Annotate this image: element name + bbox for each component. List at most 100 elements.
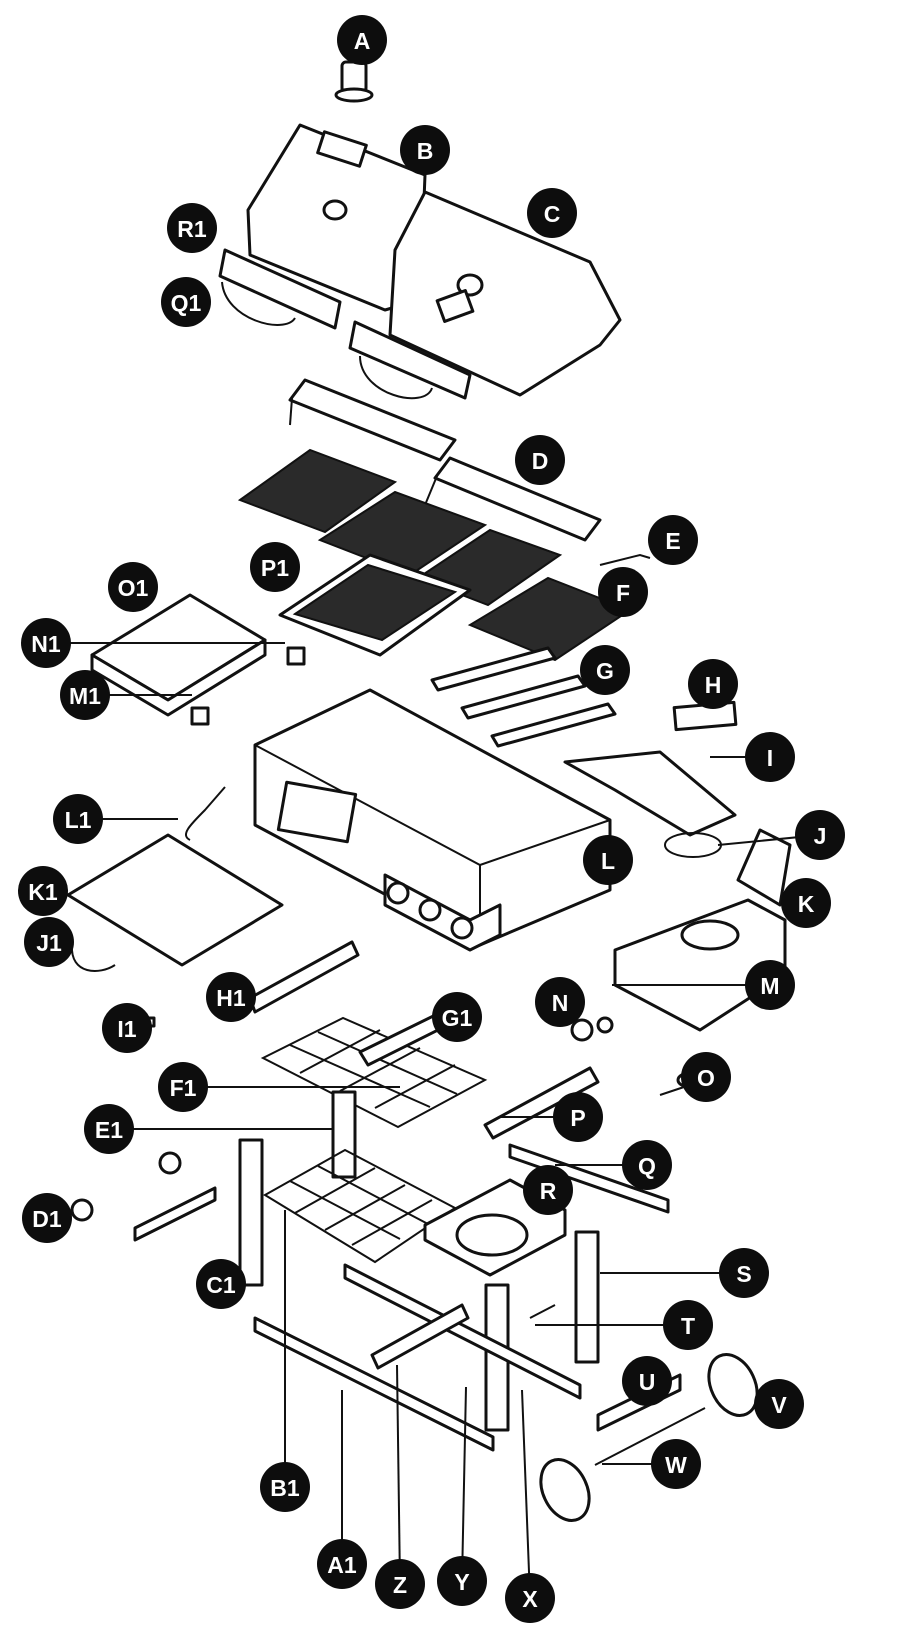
- label-text-f1: F1: [170, 1075, 197, 1101]
- label-text-h1: H1: [216, 985, 246, 1011]
- label-circle-i1: [102, 1003, 152, 1053]
- part-g-flame-tamers: [430, 646, 617, 748]
- label-badge-k: K: [781, 878, 831, 928]
- label-text-e1: E1: [95, 1117, 123, 1143]
- label-badge-j1: J1: [24, 917, 74, 967]
- label-badge-a: A: [337, 15, 387, 65]
- label-circle-e: [648, 515, 698, 565]
- label-text-q: Q: [638, 1153, 656, 1179]
- label-text-w: W: [665, 1452, 687, 1478]
- label-text-o: O: [697, 1065, 715, 1091]
- label-text-f: F: [616, 580, 630, 606]
- label-circle-p1: [250, 542, 300, 592]
- part-t-pin: [529, 1304, 556, 1319]
- label-badge-u: U: [622, 1356, 672, 1406]
- label-text-n: N: [552, 990, 569, 1016]
- label-badge-k1: K1: [18, 866, 68, 916]
- label-circle-k1: [18, 866, 68, 916]
- label-text-q1: Q1: [171, 290, 202, 316]
- label-text-s: S: [736, 1261, 751, 1287]
- label-circle-l1: [53, 794, 103, 844]
- label-circle-i: [745, 732, 795, 782]
- label-badge-d: D: [515, 435, 565, 485]
- label-badge-e: E: [648, 515, 698, 565]
- label-badge-r: R: [523, 1165, 573, 1215]
- label-circle-o: [681, 1052, 731, 1102]
- label-circle-b: [400, 125, 450, 175]
- part-c1-leg: [238, 1138, 264, 1287]
- label-badge-d1: D1: [22, 1193, 72, 1243]
- label-badge-h1: H1: [206, 972, 256, 1022]
- label-text-v: V: [771, 1392, 787, 1418]
- label-text-m1: M1: [69, 683, 101, 709]
- label-badge-t: T: [663, 1300, 713, 1350]
- label-circle-j: [795, 810, 845, 860]
- label-text-c: C: [544, 201, 561, 227]
- part-h1-bracket: [248, 940, 360, 1014]
- label-text-z: Z: [393, 1572, 407, 1598]
- side-rail-left: [133, 1186, 217, 1242]
- label-badge-b: B: [400, 125, 450, 175]
- label-badge-p: P: [553, 1092, 603, 1142]
- side-shelf-assembly: [90, 593, 306, 726]
- label-circle-n1: [21, 618, 71, 668]
- part-z-bar: [370, 1303, 470, 1370]
- part-d-warming-racks: [288, 378, 602, 542]
- part-b1-basket: [263, 1148, 457, 1264]
- part-i-grease-tray: [563, 750, 737, 837]
- label-text-u: U: [639, 1369, 656, 1395]
- label-badge-o: O: [681, 1052, 731, 1102]
- label-text-p: P: [570, 1105, 585, 1131]
- part-k1-bottom-shelf: [66, 833, 284, 967]
- label-circle-h1: [206, 972, 256, 1022]
- label-badge-f: F: [598, 567, 648, 617]
- part-v-wheels: [539, 1353, 759, 1522]
- label-text-d1: D1: [32, 1206, 62, 1232]
- label-badge-m1: M1: [60, 670, 110, 720]
- label-circle-b1: [260, 1462, 310, 1512]
- label-badge-v: V: [754, 1379, 804, 1429]
- label-text-l: L: [601, 848, 615, 874]
- label-badge-q1: Q1: [161, 277, 211, 327]
- label-badge-h: H: [688, 659, 738, 709]
- part-e1-leg: [331, 1090, 357, 1179]
- label-text-m: M: [760, 973, 779, 999]
- label-badge-o1: O1: [108, 562, 158, 612]
- part-p-crossbar: [483, 1066, 600, 1140]
- leader-z: [396, 1364, 401, 1585]
- label-text-j1: J1: [36, 930, 62, 956]
- label-text-a1: A1: [327, 1552, 357, 1578]
- label-circle-e1: [84, 1104, 134, 1154]
- label-badge-g: G: [580, 645, 630, 695]
- label-circle-d1: [22, 1193, 72, 1243]
- leader-x: [521, 1389, 531, 1599]
- firebox: [253, 688, 612, 952]
- label-text-b1: B1: [270, 1475, 300, 1501]
- label-text-i1: I1: [117, 1016, 136, 1042]
- label-badge-y: Y: [437, 1556, 487, 1606]
- label-circle-n: [535, 977, 585, 1027]
- label-text-d: D: [532, 448, 549, 474]
- part-a-thermometer: [334, 60, 374, 103]
- label-circle-k: [781, 878, 831, 928]
- label-text-x: X: [522, 1586, 538, 1612]
- label-circle-c1: [196, 1259, 246, 1309]
- label-circle-u: [622, 1356, 672, 1406]
- label-text-k1: K1: [28, 879, 58, 905]
- label-circle-f1: [158, 1062, 208, 1112]
- lid-handles: [218, 248, 472, 400]
- label-badge-c: C: [527, 188, 577, 238]
- label-badge-i1: I1: [102, 1003, 152, 1053]
- label-badge-g1: G1: [432, 992, 482, 1042]
- label-text-y: Y: [454, 1569, 469, 1595]
- label-circle-g: [580, 645, 630, 695]
- label-circle-r1: [167, 203, 217, 253]
- label-badge-s: S: [719, 1248, 769, 1298]
- label-badge-e1: E1: [84, 1104, 134, 1154]
- label-circle-m: [745, 960, 795, 1010]
- label-circle-r: [523, 1165, 573, 1215]
- label-circle-x: [505, 1573, 555, 1623]
- label-text-h: H: [705, 672, 722, 698]
- label-text-j: J: [814, 823, 827, 849]
